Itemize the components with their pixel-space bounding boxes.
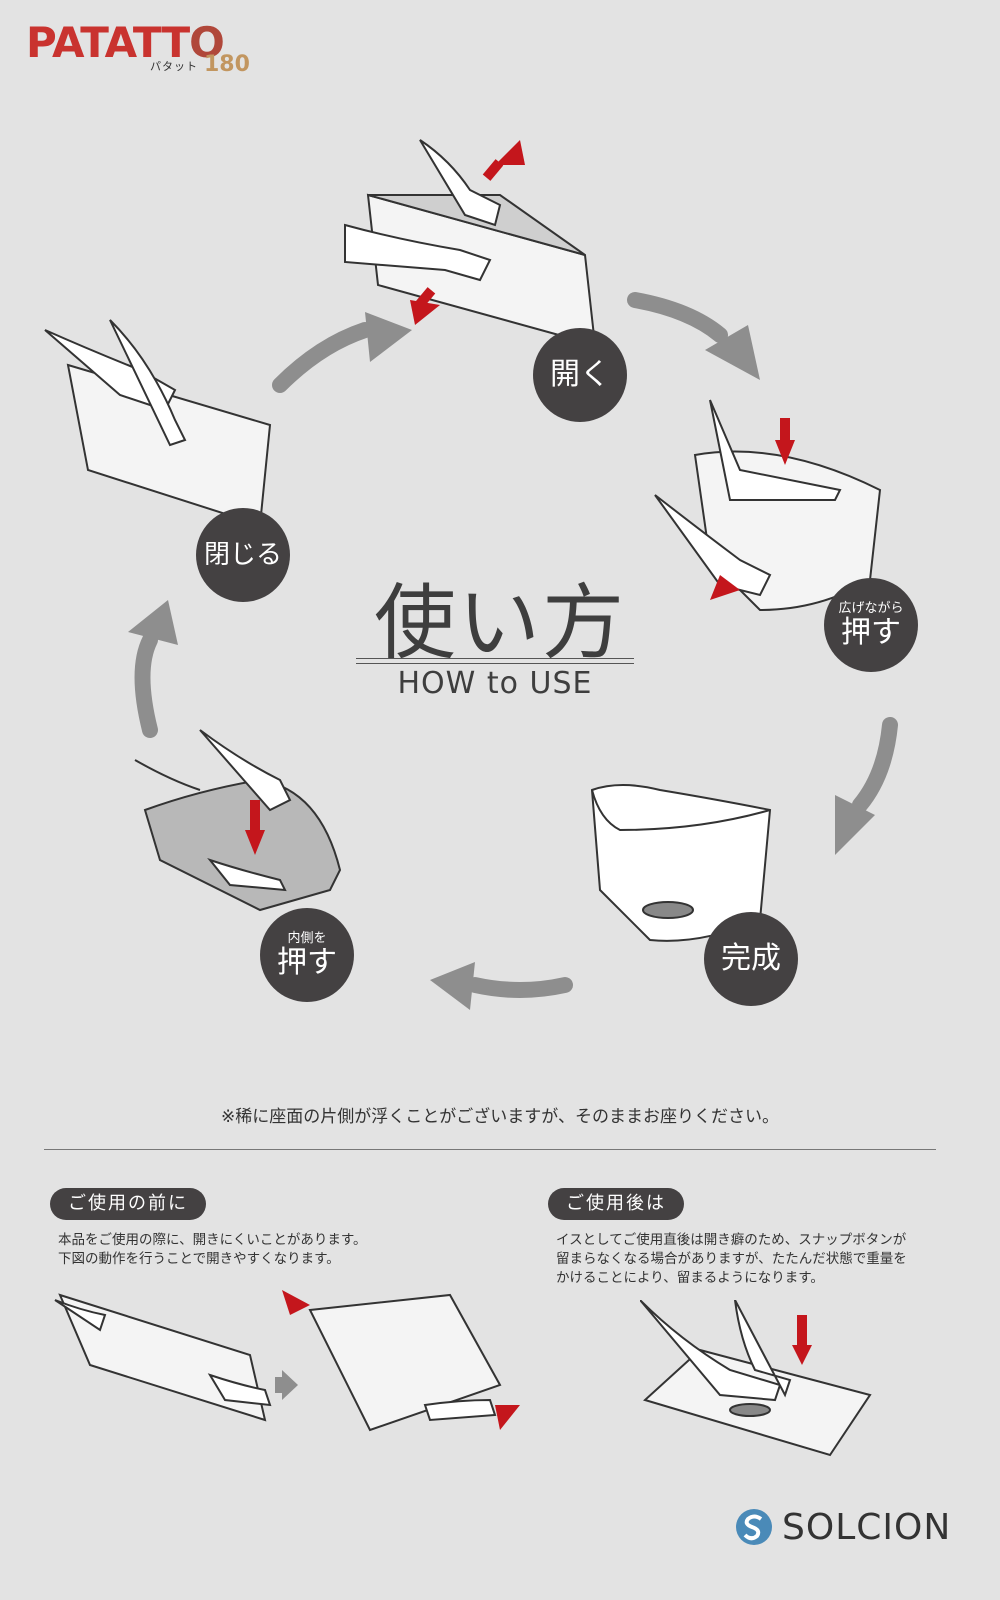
step-close-badge: 閉じる — [196, 508, 290, 602]
step-push-spread-label: 押す — [841, 615, 901, 650]
open-step-illustration — [344, 139, 597, 347]
after-use-pill: ご使用後は — [548, 1188, 684, 1220]
open-arrow-up — [495, 140, 525, 165]
section-divider — [44, 1149, 936, 1150]
cycle-arrowhead-4 — [430, 962, 475, 1010]
step-close-label: 閉じる — [203, 540, 282, 570]
logo-main-text: PATATTO — [26, 18, 225, 67]
push-arrow-left — [710, 575, 740, 600]
after-text-line-3: かけることにより、留まるようになります。 — [556, 1270, 824, 1286]
before-text-line-2: 下図の動作を行うことで開きやすくなります。 — [58, 1251, 340, 1267]
after-text-line-1: イスとしてご使用直後は開き癖のため、スナップボタンが — [556, 1232, 907, 1248]
logo-number: 180 — [204, 52, 250, 77]
push-spread-step-illustration — [654, 399, 882, 612]
step-complete-badge: 完成 — [704, 912, 798, 1006]
patatto-logo: PATATTO パタット 180 — [26, 22, 266, 82]
cycle-arrowhead-5 — [128, 600, 178, 645]
cycle-arrow-complete-to-push-inside — [467, 977, 573, 998]
cycle-arrow-close-to-open — [272, 322, 373, 393]
step-push-inside-badge: 内側を 押す — [260, 908, 354, 1002]
cycle-arrow-open-to-push — [627, 292, 728, 343]
step-push-inside-small: 内側を — [287, 931, 327, 946]
push-inside-step-illustration — [134, 729, 342, 912]
brand-name: SOLCION — [782, 1506, 952, 1548]
cycle-arrowhead-3 — [835, 795, 875, 855]
solcion-brand: SOLCION — [734, 1502, 974, 1552]
push-arrow-down — [775, 440, 795, 465]
before-use-text: 本品をご使用の際に、開きにくいことがあります。 下図の動作を行うことで開きやすく… — [58, 1231, 478, 1269]
title-english: HOW to USE — [397, 666, 593, 701]
after-use-text: イスとしてご使用直後は開き癖のため、スナップボタンが 留まらなくなる場合がありま… — [556, 1231, 956, 1288]
title-japanese: 使い方 — [373, 576, 626, 671]
complete-step-illustration — [590, 784, 772, 942]
after-text-line-2: 留まらなくなる場合がありますが、たたんだ状態で重量を — [556, 1251, 907, 1267]
logo-katakana: パタット — [150, 60, 198, 73]
usage-cycle-illustration — [44, 139, 898, 1010]
before-use-illustration — [54, 1290, 520, 1432]
seat-note: ※稀に座面の片側が浮くことがございますが、そのままお座りください。 — [221, 1107, 779, 1127]
cycle-arrow-push-to-complete — [852, 717, 898, 813]
open-arrow-down — [410, 300, 440, 325]
step-open-label: 開く — [550, 357, 610, 392]
close-step-illustration — [44, 319, 272, 527]
step-open-badge: 開く — [533, 328, 627, 422]
solcion-logo-icon — [736, 1509, 772, 1545]
cycle-arrowhead-1 — [365, 312, 412, 362]
cycle-arrowhead-2 — [705, 325, 760, 380]
before-text-line-1: 本品をご使用の際に、開きにくいことがあります。 — [58, 1232, 367, 1248]
before-use-pill: ご使用の前に — [50, 1188, 206, 1220]
cycle-arrow-push-inside-to-close — [134, 632, 158, 738]
step-push-spread-badge: 広げながら 押す — [824, 578, 918, 672]
step-push-spread-small: 広げながら — [838, 601, 904, 616]
push-inside-arrow-down — [245, 830, 265, 855]
title-double-rule — [356, 658, 634, 664]
after-use-illustration — [640, 1300, 872, 1457]
step-push-inside-label: 押す — [277, 945, 337, 980]
step-complete-label: 完成 — [721, 941, 781, 976]
